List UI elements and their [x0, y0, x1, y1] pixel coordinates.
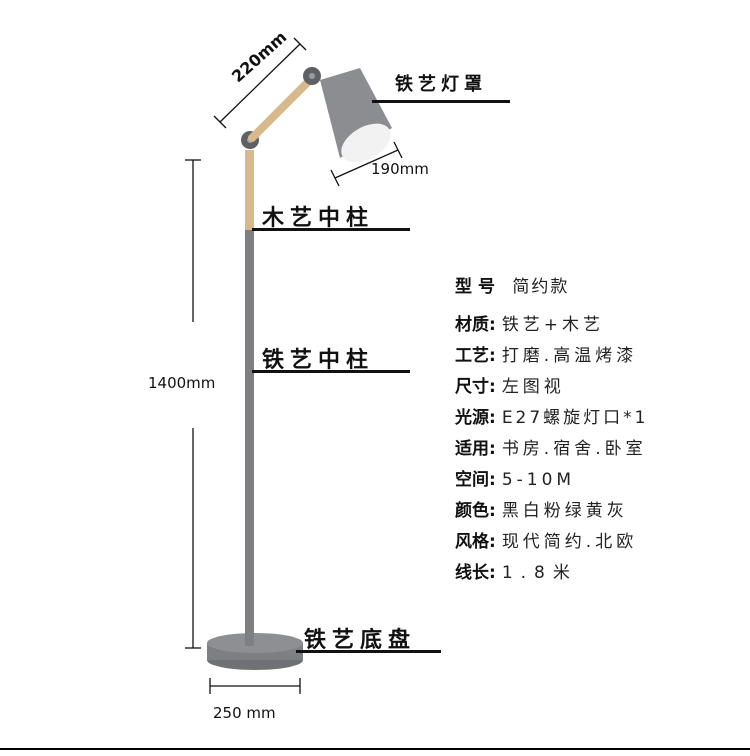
- spec-row: 风格:现代简约.北欧: [455, 527, 637, 552]
- spec-key: 颜色:: [455, 501, 496, 521]
- bottom-border: [0, 748, 750, 750]
- spec-row: 尺寸:左图视: [455, 372, 565, 397]
- spec-value: 1.8米: [501, 563, 578, 583]
- spec-key: 材质:: [455, 315, 496, 335]
- base-callout-underline: [296, 650, 441, 653]
- wooden-arm: [248, 76, 314, 142]
- spec-row: 工艺:打磨.高温烤漆: [455, 341, 637, 366]
- lamp-shade: [320, 68, 392, 163]
- spec-row: 光源:E27螺旋灯口*1: [455, 403, 649, 428]
- spec-key: 适用:: [455, 439, 496, 459]
- spec-value: 5-10M: [501, 470, 576, 490]
- spec-key: 线长:: [455, 563, 496, 583]
- iron-column: [245, 228, 254, 646]
- spec-row: 材质:铁艺+木艺: [455, 310, 604, 335]
- spec-value: 左图视: [501, 377, 565, 397]
- spec-model-row: 型号 简约款: [455, 272, 569, 297]
- spec-row: 适用:书房.宿舍.卧室: [455, 434, 647, 459]
- spec-value: 现代简约.北欧: [501, 532, 638, 552]
- spec-value: 黑白粉绿黄灰: [501, 501, 628, 521]
- base-callout: 铁艺底盘: [304, 628, 417, 653]
- lamp-base: [207, 633, 303, 670]
- wood-column: [245, 150, 254, 230]
- spec-key: 光源:: [455, 408, 496, 428]
- spec-row: 颜色:黑白粉绿黄灰: [455, 496, 628, 521]
- shade-dimension-label: 190mm: [371, 160, 429, 178]
- spec-key: 尺寸:: [455, 377, 496, 397]
- spec-value: 打磨.高温烤漆: [501, 346, 638, 366]
- spec-model-value: 简约款: [512, 277, 570, 297]
- spec-key: 空间:: [455, 470, 496, 490]
- spec-row: 线长:1.8米: [455, 558, 578, 583]
- shade-callout: 铁艺灯罩: [395, 74, 487, 95]
- spec-value: 铁艺+木艺: [501, 315, 605, 335]
- shade-dimension-line: [330, 141, 403, 187]
- wood-column-underline: [252, 228, 410, 231]
- spec-key: 风格:: [455, 532, 496, 552]
- wood-column-callout: 木艺中柱: [262, 206, 375, 231]
- spec-row: 空间:5-10M: [455, 465, 575, 490]
- shade-callout-underline: [372, 100, 510, 103]
- base-dimension-label: 250 mm: [213, 704, 276, 722]
- spec-value: 书房.宿舍.卧室: [501, 439, 647, 459]
- iron-column-callout: 铁艺中柱: [262, 348, 375, 373]
- spec-key: 工艺:: [455, 346, 496, 366]
- arm-dimension-line: [213, 37, 307, 129]
- iron-column-underline: [252, 370, 410, 373]
- base-dimension-line: [209, 678, 301, 694]
- height-dimension-label: 1400mm: [148, 374, 216, 392]
- spec-value: E27螺旋灯口*1: [501, 408, 649, 428]
- spec-model-key: 型号: [455, 277, 501, 297]
- height-dimension-line: [185, 159, 201, 649]
